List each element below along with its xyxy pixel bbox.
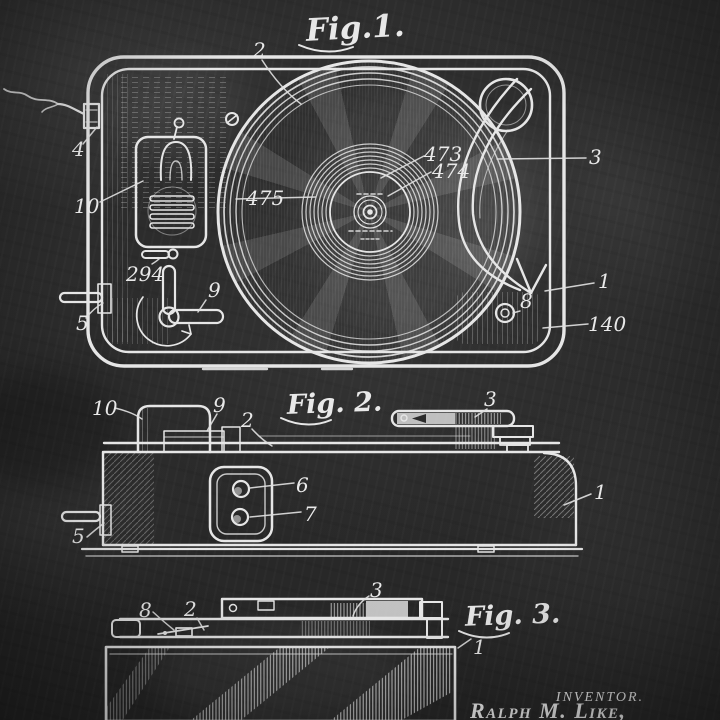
fig1-speed-knob — [173, 117, 185, 129]
ref-3: 3 — [589, 145, 602, 169]
ref-5: 5 — [76, 311, 89, 335]
fig1-leader-lines — [82, 59, 595, 329]
fig2-tonearm — [390, 409, 534, 453]
fig2-knob-panel — [208, 465, 274, 543]
ref-8: 8 — [139, 598, 152, 622]
ref-9: 9 — [213, 393, 226, 417]
fig2-knob-6 — [231, 479, 251, 499]
fig2-mechanism — [163, 426, 241, 453]
ref-2: 2 — [240, 408, 254, 432]
inventor-name: Ralph M. Like, — [469, 698, 627, 720]
fig1-speaker-box — [134, 117, 208, 249]
fig3-reference-labels: Fig. 3. 8 2 3 1 — [139, 578, 561, 659]
fig1-screw — [225, 112, 239, 126]
ref-3: 3 — [484, 387, 497, 411]
ref-140: 140 — [588, 312, 626, 336]
fig2-tonearm-pedestal — [492, 425, 534, 453]
ref-1: 1 — [594, 480, 607, 504]
fig2-turntable-side-view: Fig. 2. 10 9 2 3 6 7 5 1 — [60, 387, 607, 557]
chalk-smudge — [0, 370, 120, 490]
fig3-leader-lines — [152, 595, 472, 649]
ref-474: 474 — [431, 159, 470, 183]
fig2-reference-labels: Fig. 2. 10 9 2 3 6 7 5 1 — [72, 387, 607, 548]
fig1-crank-lever — [135, 264, 225, 347]
inventor-heading: INVENTOR. — [555, 690, 644, 705]
ref-6: 6 — [296, 473, 309, 497]
ref-473: 473 — [423, 142, 462, 166]
ref-3: 3 — [370, 578, 383, 602]
ref-10: 10 — [92, 396, 118, 420]
fig1-title: Fig.1. — [304, 8, 405, 49]
ref-10: 10 — [74, 194, 100, 218]
fig1-tonearm — [456, 77, 548, 295]
fig1-platter — [216, 59, 522, 365]
ref-1: 1 — [598, 269, 611, 293]
ref-9: 9 — [208, 278, 221, 302]
fig1-turntable-top-view: Fig.1. 2 4 10 475 473 474 3 294 9 5 8 1 … — [3, 8, 626, 371]
fig1-stylus-tip — [515, 257, 548, 295]
fig3-turntable-side-view: Fig. 3. 8 2 3 1 — [104, 578, 561, 720]
fig2-leader-lines — [86, 407, 592, 538]
ref-2: 2 — [252, 38, 266, 62]
fig1-record-label — [329, 171, 411, 253]
ref-7: 7 — [304, 502, 317, 526]
fig3-title: Fig. 3. — [464, 598, 561, 632]
fig1-reference-labels: Fig.1. 2 4 10 475 473 474 3 294 9 5 8 1 … — [71, 8, 626, 336]
ref-294: 294 — [125, 262, 164, 286]
ref-475: 475 — [245, 186, 284, 210]
fig1-record-grooves — [301, 143, 439, 281]
fig1-side-shaft — [58, 283, 112, 314]
chalk-smudge — [430, 120, 550, 290]
fig2-title: Fig. 2. — [285, 387, 382, 421]
ref-5: 5 — [72, 524, 85, 548]
ref-2: 2 — [183, 597, 197, 621]
fig2-side-shaft — [60, 504, 112, 536]
ref-1: 1 — [473, 635, 486, 659]
signature-block: INVENTOR. Ralph M. Like, — [469, 690, 644, 720]
ref-8: 8 — [520, 289, 533, 313]
fig3-cabinet-body — [104, 645, 457, 720]
fig3-deck — [111, 617, 450, 639]
fig2-knob-7 — [230, 507, 250, 527]
ref-4: 4 — [71, 137, 85, 161]
fig1-power-cord — [3, 88, 101, 130]
